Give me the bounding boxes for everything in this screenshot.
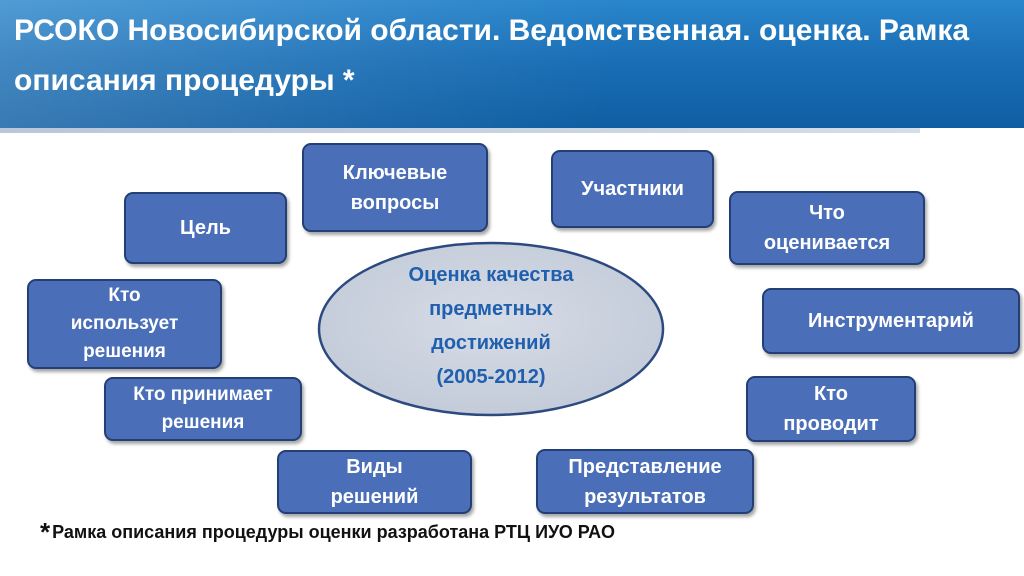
node-key-questions: Ключевые вопросы — [302, 143, 488, 232]
node-who-uses: Кто использует решения — [27, 279, 222, 369]
footnote-asterisk: * — [40, 517, 51, 547]
node-tools: Инструментарий — [762, 288, 1020, 354]
center-label: Оценка качества предметных достижений (2… — [408, 264, 574, 388]
node-label: Кто проводит — [783, 383, 879, 435]
node-label: Виды решений — [330, 456, 419, 508]
header-gradient — [0, 0, 1024, 128]
slide-header: РСОКО Новосибирской области. Ведомственн… — [0, 0, 1024, 128]
node-label: Участники — [581, 178, 684, 200]
node-goal: Цель — [124, 192, 287, 264]
node-label: Кто использует решения — [70, 285, 179, 362]
node-label: Что оценивается — [763, 202, 891, 254]
node-label: Представление результатов — [568, 455, 722, 508]
node-label: Инструментарий — [808, 310, 974, 332]
node-label: Цель — [180, 217, 231, 239]
center-ellipse — [317, 241, 665, 417]
node-decision-types: Виды решений — [277, 450, 472, 514]
node-label: Кто принимает решения — [133, 384, 273, 433]
node-participants: Участники — [551, 150, 714, 228]
footnote: *Рамка описания процедуры оценки разрабо… — [40, 518, 1000, 546]
node-results-presentation: Представление результатов — [536, 449, 754, 514]
node-what-evaluated: Что оценивается — [729, 191, 925, 265]
node-label: Ключевые вопросы — [342, 161, 448, 214]
header-underline — [0, 128, 920, 133]
footnote-text: Рамка описания процедуры оценки разработ… — [52, 522, 615, 542]
slide-title: РСОКО Новосибирской области. Ведомственн… — [14, 14, 970, 97]
node-who-decides: Кто принимает решения — [104, 377, 302, 441]
node-who-conducts: Кто проводит — [746, 376, 916, 442]
